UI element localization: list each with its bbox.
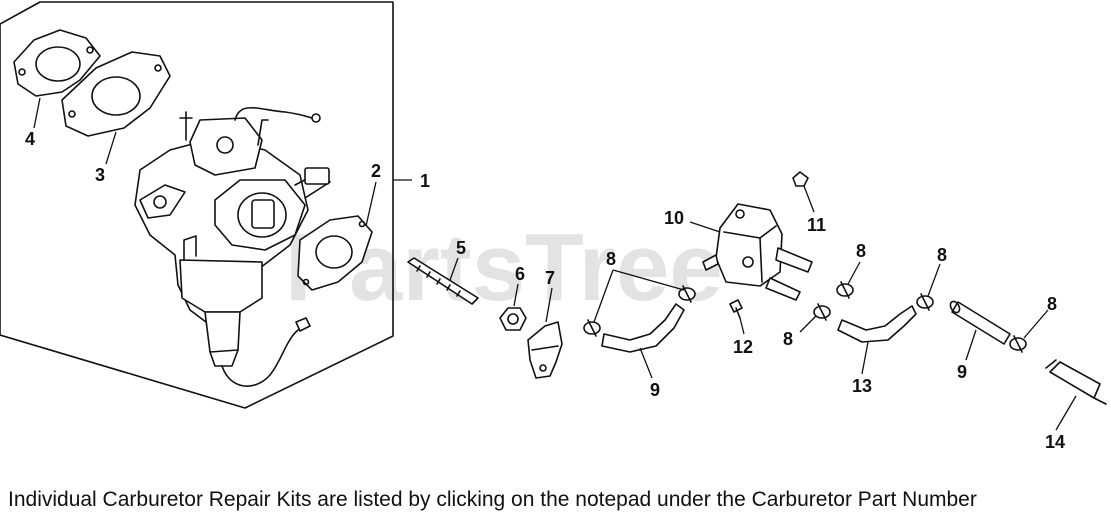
- callout-1[interactable]: 1: [420, 171, 430, 191]
- leader-8e: [927, 263, 941, 297]
- part-9-hose-straight: [949, 300, 1011, 345]
- part-5-stud: [407, 257, 479, 305]
- assembly-box: [0, 1, 394, 409]
- callout-10[interactable]: 10: [664, 208, 684, 228]
- part-8-clamp-a: [583, 319, 601, 337]
- part-8-clamp-b: [678, 285, 696, 303]
- part-8-clamp-f: [1009, 335, 1027, 353]
- part-7-bracket: [527, 321, 563, 379]
- leader-13: [861, 341, 869, 375]
- leader-6: [513, 283, 519, 307]
- callout-2[interactable]: 2: [371, 161, 381, 181]
- part-8-clamp-c: [836, 281, 854, 299]
- callout-11[interactable]: 11: [807, 215, 826, 235]
- part-8-clamp-e: [916, 293, 934, 311]
- callout-8b[interactable]: 8: [856, 241, 866, 261]
- callout-6[interactable]: 6: [515, 264, 525, 284]
- callout-8a[interactable]: 8: [606, 249, 616, 269]
- leader-7: [545, 287, 553, 323]
- callout-8d[interactable]: 8: [937, 245, 947, 265]
- callout-9a[interactable]: 9: [650, 380, 660, 400]
- part-13-hose: [837, 305, 917, 343]
- part-8-clamp-d: [813, 303, 831, 321]
- callout-7[interactable]: 7: [545, 268, 555, 288]
- callout-3[interactable]: 3: [95, 165, 105, 185]
- part-11-screw: [792, 171, 809, 187]
- leader-8a: [593, 269, 614, 323]
- leader-8b: [612, 269, 685, 291]
- part-12-screw: [729, 299, 743, 319]
- callout-14[interactable]: 14: [1045, 432, 1065, 452]
- part-10-fuel-pump: [702, 203, 813, 301]
- part-9-hose-elbow: [601, 303, 685, 353]
- part-14-fuel-filter: [1045, 359, 1107, 405]
- part-1-carburetor: [134, 106, 331, 387]
- leader-12: [739, 317, 745, 335]
- callout-8e[interactable]: 8: [1047, 294, 1057, 314]
- leader-9a: [639, 347, 653, 379]
- callout-9b[interactable]: 9: [957, 362, 967, 382]
- callout-5[interactable]: 5: [456, 238, 466, 258]
- callout-12[interactable]: 12: [733, 337, 753, 357]
- callout-8c[interactable]: 8: [783, 329, 793, 349]
- leader-4: [33, 97, 41, 129]
- leader-9b: [965, 329, 977, 361]
- part-3-gasket: [61, 51, 171, 137]
- footer-note: Individual Carburetor Repair Kits are li…: [8, 488, 977, 511]
- part-2-gasket: [297, 215, 373, 291]
- leader-10: [689, 221, 721, 233]
- leader-8f: [1023, 309, 1049, 339]
- leader-2: [365, 181, 377, 227]
- leader-11: [803, 185, 815, 213]
- leader-5: [449, 257, 459, 281]
- callout-13[interactable]: 13: [852, 376, 872, 396]
- leader-8d: [799, 315, 817, 333]
- part-6-nut: [499, 307, 527, 331]
- leader-8c: [847, 261, 861, 285]
- part-4-gasket: [13, 29, 101, 97]
- leader-3: [105, 131, 117, 165]
- leader-14: [1055, 395, 1077, 431]
- callout-4[interactable]: 4: [25, 129, 35, 149]
